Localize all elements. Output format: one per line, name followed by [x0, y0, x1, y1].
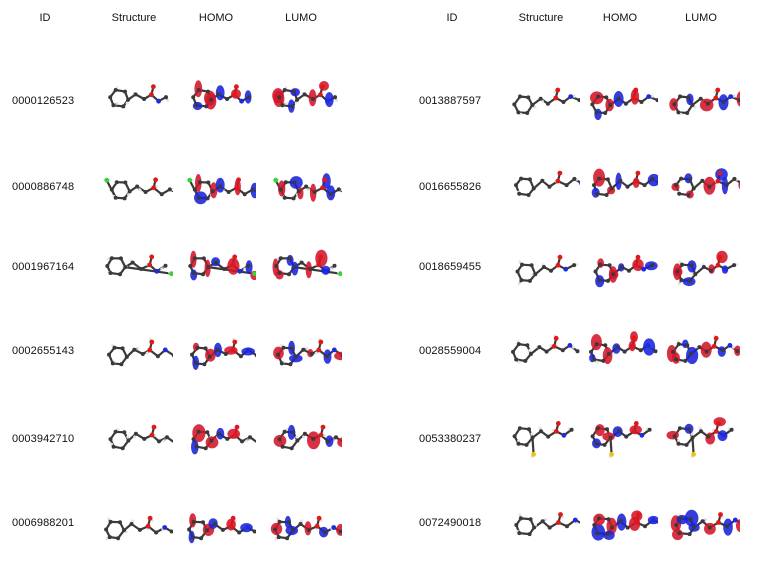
header-homo: HOMO — [602, 12, 638, 24]
homo-image — [176, 312, 256, 392]
homo-image — [578, 400, 658, 480]
molecule-id: 0001967164 — [12, 261, 75, 273]
lumo-image — [660, 400, 740, 480]
structure-image — [500, 62, 580, 142]
molecule-row: 0028559004 — [382, 312, 762, 392]
structure-image — [93, 62, 173, 142]
right-molecule-table: ID Structure HOMO LUMO 0013887597 0016655… — [382, 0, 762, 573]
lumo-image — [660, 148, 740, 228]
molecule-row: 0006988201 — [0, 484, 380, 564]
molecule-id: 0013887597 — [419, 95, 482, 107]
molecule-id: 0002655143 — [12, 345, 75, 357]
homo-image — [176, 400, 256, 480]
structure-image — [93, 312, 173, 392]
homo-image — [578, 484, 658, 564]
molecule-row: 0016655826 — [382, 148, 762, 228]
molecule-id: 0000886748 — [12, 181, 75, 193]
homo-image — [578, 312, 658, 392]
homo-image — [176, 228, 256, 308]
molecule-id: 0000126523 — [12, 95, 75, 107]
molecule-row: 0018659455 — [382, 228, 762, 308]
molecule-id: 0003942710 — [12, 433, 75, 445]
structure-image — [93, 228, 173, 308]
homo-image — [578, 148, 658, 228]
molecule-row: 0013887597 — [382, 62, 762, 142]
lumo-image — [262, 148, 342, 228]
structure-image — [500, 148, 580, 228]
homo-image — [176, 484, 256, 564]
homo-image — [578, 62, 658, 142]
molecule-row: 0002655143 — [0, 312, 380, 392]
structure-image — [93, 400, 173, 480]
structure-image — [93, 148, 173, 228]
molecule-id: 0018659455 — [419, 261, 482, 273]
homo-image — [176, 62, 256, 142]
lumo-image — [262, 312, 342, 392]
lumo-image — [262, 400, 342, 480]
structure-image — [500, 484, 580, 564]
molecule-row: 0000126523 — [0, 62, 380, 142]
molecule-id: 0006988201 — [12, 517, 75, 529]
lumo-image — [660, 484, 740, 564]
molecule-row: 0072490018 — [382, 484, 762, 564]
left-molecule-table: ID Structure HOMO LUMO 0000126523 0000886… — [0, 0, 380, 573]
molecule-id: 0053380237 — [419, 433, 482, 445]
structure-image — [500, 312, 580, 392]
header-homo: HOMO — [198, 12, 234, 24]
molecule-row: 0003942710 — [0, 400, 380, 480]
lumo-image — [660, 62, 740, 142]
header-lumo: LUMO — [685, 12, 717, 24]
molecule-id: 0016655826 — [419, 181, 482, 193]
structure-image — [93, 484, 173, 564]
header-id: ID — [39, 12, 51, 24]
molecule-id: 0028559004 — [419, 345, 482, 357]
header-structure: Structure — [518, 12, 564, 24]
lumo-image — [660, 228, 740, 308]
structure-image — [500, 228, 580, 308]
homo-image — [578, 228, 658, 308]
molecule-row: 0001967164 — [0, 228, 380, 308]
molecule-row: 0053380237 — [382, 400, 762, 480]
lumo-image — [262, 228, 342, 308]
header-lumo: LUMO — [285, 12, 317, 24]
header-structure: Structure — [111, 12, 157, 24]
homo-image — [176, 148, 256, 228]
header-id: ID — [446, 12, 458, 24]
molecule-id: 0072490018 — [419, 517, 482, 529]
lumo-image — [660, 312, 740, 392]
structure-image — [500, 400, 580, 480]
molecule-row: 0000886748 — [0, 148, 380, 228]
lumo-image — [262, 62, 342, 142]
lumo-image — [262, 484, 342, 564]
